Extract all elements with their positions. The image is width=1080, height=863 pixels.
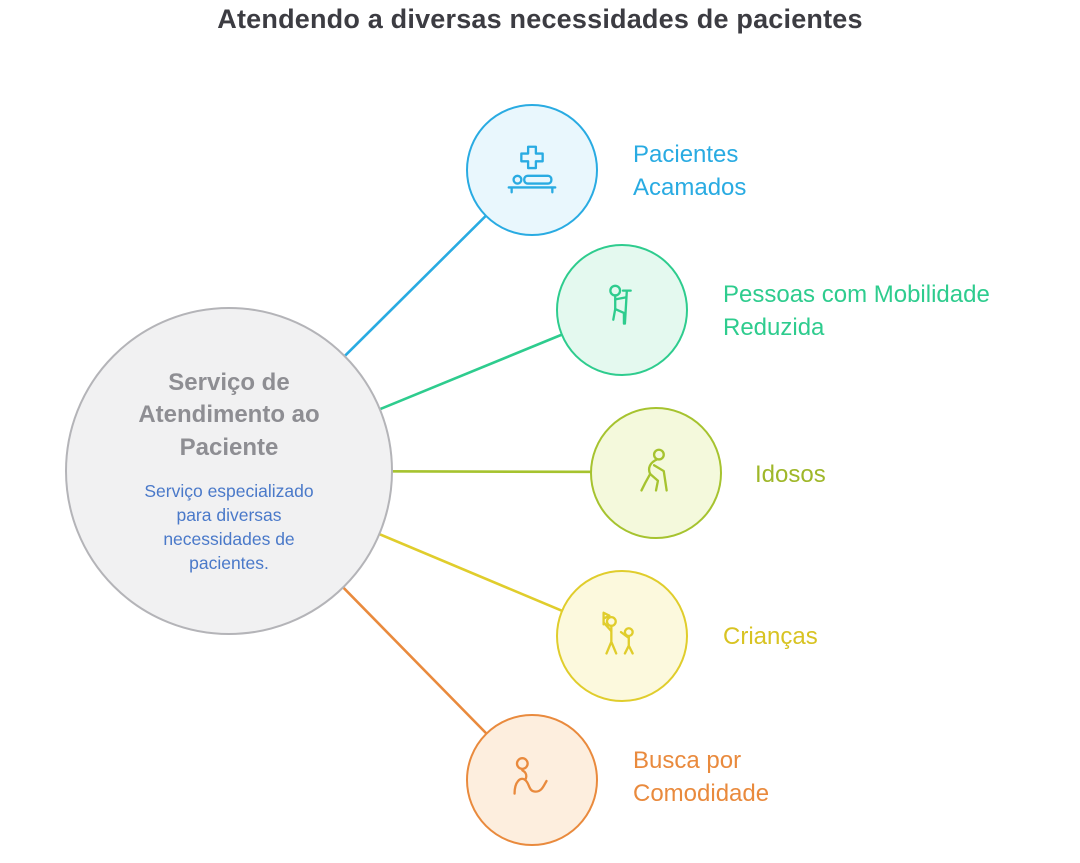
label-comodidade: Busca por Comodidade [633,747,770,808]
bed-patient-icon [501,139,563,201]
node-mobilidade-reduzida [556,244,688,376]
node-comodidade [466,714,598,846]
node-pacientes-acamados [466,104,598,236]
center-node-description: Serviço especializado para diversas nece… [144,480,314,574]
center-node: Serviço de Atendimento ao Paciente Servi… [65,307,393,635]
center-node-title: Serviço de Atendimento ao Paciente [138,368,320,462]
elderly-walking-icon [625,442,687,504]
node-idosos [590,407,722,539]
person-crutch-icon [591,279,653,341]
label-pacientes-acamados: Pacientes Acamados [633,141,747,202]
node-criancas [556,570,688,702]
label-mobilidade-reduzida: Pessoas com Mobilidade Reduzida [723,281,990,342]
label-criancas: Crianças [723,623,818,650]
page-title: Atendendo a diversas necessidades de pac… [217,4,863,34]
adult-child-icon [591,605,653,667]
seated-person-icon [501,749,563,811]
label-idosos: Idosos [755,461,826,488]
